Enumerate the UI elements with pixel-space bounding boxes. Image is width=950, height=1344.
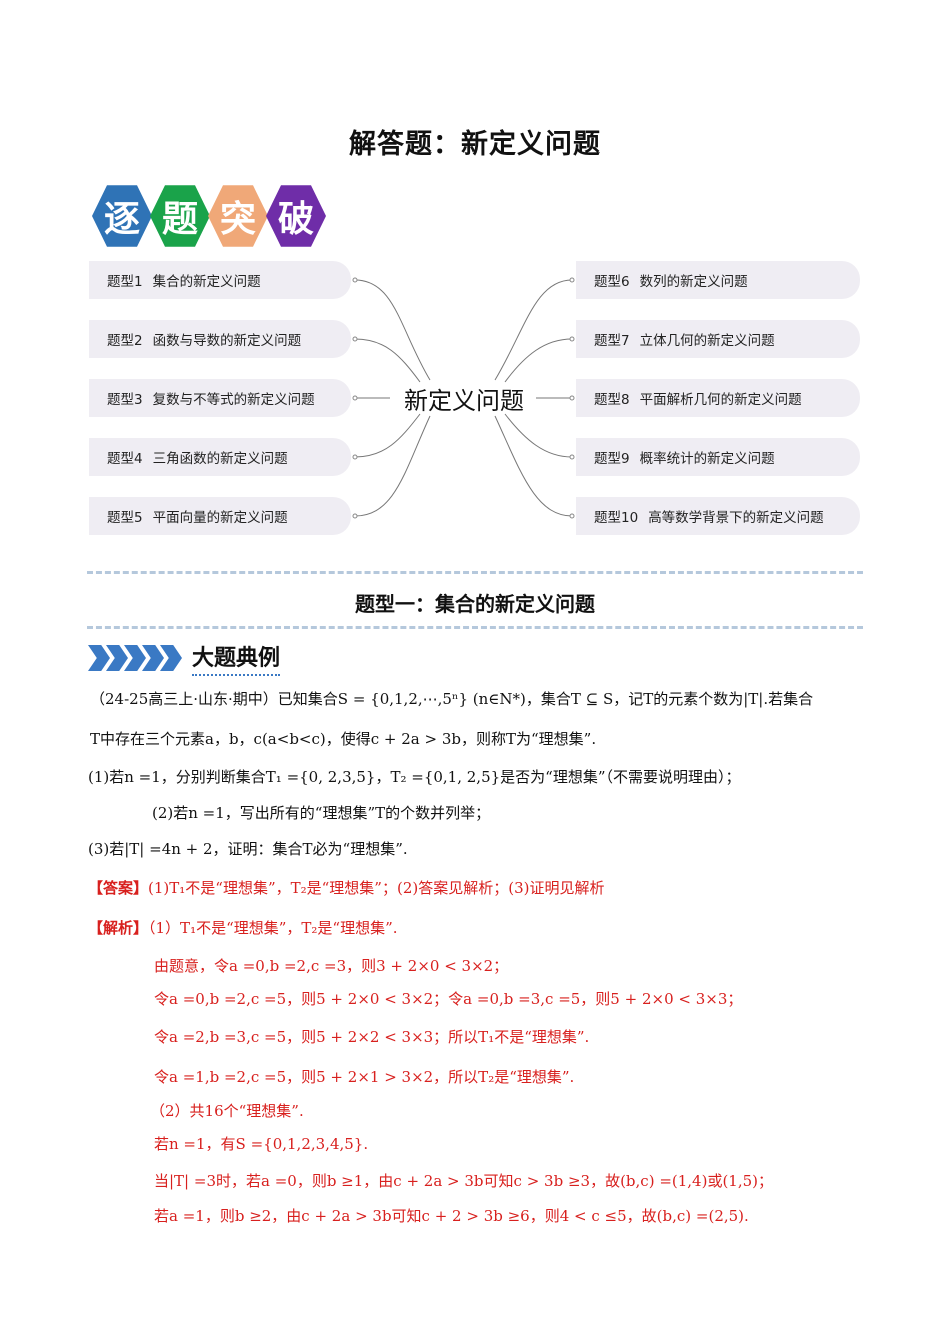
mindmap-item-4: 题型4 三角函数的新定义问题 [89,438,351,476]
item-label: 概率统计的新定义问题 [639,451,775,467]
item-label: 平面向量的新定义问题 [152,510,288,526]
item-num: 题型1 [107,274,143,290]
item-num: 题型3 [107,392,143,408]
item-num: 题型4 [107,451,143,467]
item-label: 集合的新定义问题 [152,274,261,290]
divider-top [87,571,863,574]
question-2: (2)若n =1，写出所有的“理想集”T的个数并列举； [152,804,491,822]
item-num: 题型6 [594,274,630,290]
example-header: 大题典例 [88,640,281,676]
mindmap-center: 新定义问题 [404,387,524,415]
item-label: 立体几何的新定义问题 [639,333,775,349]
item-num: 题型10 [594,510,639,526]
mindmap-item-10: 题型10 高等数学背景下的新定义问题 [576,497,860,535]
badge-banner: 逐 题 突 破 [92,184,326,250]
analysis-line-6: （2）共16个“理想集”. [150,1102,304,1120]
badge-tu: 突 [208,185,268,247]
mindmap-item-3: 题型3 复数与不等式的新定义问题 [89,379,351,417]
badge-zhu: 逐 [92,185,152,247]
analysis-line-7: 若n =1，有S ={0,1,2,3,4,5}. [154,1135,369,1153]
badge-po: 破 [266,185,326,247]
answer-line: 【答案】(1)T₁不是“理想集”，T₂是“理想集”；(2)答案见解析；(3)证明… [88,878,604,898]
mindmap-item-6: 题型6 数列的新定义问题 [576,261,860,299]
problem-line-1: （24-25高三上·山东·期中）已知集合S = {0,1,2,⋯,5ⁿ} (n∈… [90,690,814,708]
question-3: (3)若|T| =4n + 2，证明：集合T必为“理想集”. [88,840,408,858]
analysis-line-5: 令a =1,b =2,c =5，则5 + 2×1 > 3×2，所以T₂是“理想集… [154,1068,575,1086]
mindmap-item-8: 题型8 平面解析几何的新定义问题 [576,379,860,417]
analysis-tag: 【解析】 [88,919,149,937]
mindmap-item-7: 题型7 立体几何的新定义问题 [576,320,860,358]
divider-bottom [87,626,863,629]
chevron-arrows-icon [88,645,182,671]
mindmap-item-1: 题型1 集合的新定义问题 [89,261,351,299]
mindmap-item-9: 题型9 概率统计的新定义问题 [576,438,860,476]
badge-ti: 题 [150,185,210,247]
item-num: 题型2 [107,333,143,349]
item-num: 题型9 [594,451,630,467]
analysis-line-1: 【解析】（1）T₁不是“理想集”，T₂是“理想集”. [88,918,398,938]
section-title: 题型一：集合的新定义问题 [355,592,595,616]
example-label: 大题典例 [192,640,281,676]
mindmap-connectors [352,277,575,519]
answer-tag: 【答案】 [88,879,149,897]
item-label: 复数与不等式的新定义问题 [152,392,315,408]
analysis-line-3: 令a =0,b =2,c =5，则5 + 2×0 < 3×2；令a =0,b =… [154,990,743,1008]
mindmap-item-5: 题型5 平面向量的新定义问题 [89,497,351,535]
problem-line-2: T中存在三个元素a，b，c(a<b<c)，使得c + 2a > 3b，则称T为“… [90,730,597,748]
mindmap-item-2: 题型2 函数与导数的新定义问题 [89,320,351,358]
item-label: 高等数学背景下的新定义问题 [648,510,824,526]
analysis-line-2: 由题意，令a =0,b =2,c =3，则3 + 2×0 < 3×2； [154,957,509,975]
page-title: 解答题：新定义问题 [349,129,601,160]
analysis-line-8: 当|T| =3时，若a =0，则b ≥1，由c + 2a > 3b可知c > 3… [154,1172,774,1190]
item-label: 数列的新定义问题 [639,274,748,290]
analysis-line-4: 令a =2,b =3,c =5，则5 + 2×2 < 3×3；所以T₁不是“理想… [154,1028,590,1046]
item-label: 平面解析几何的新定义问题 [639,392,802,408]
analysis-text: （1）T₁不是“理想集”，T₂是“理想集”. [148,919,398,937]
item-label: 函数与导数的新定义问题 [152,333,302,349]
item-num: 题型8 [594,392,630,408]
item-num: 题型5 [107,510,143,526]
item-label: 三角函数的新定义问题 [152,451,288,467]
question-1: (1)若n =1，分别判断集合T₁ ={0, 2,3,5}，T₂ ={0,1, … [88,768,741,786]
answer-text: (1)T₁不是“理想集”，T₂是“理想集”；(2)答案见解析；(3)证明见解析 [148,879,605,897]
item-num: 题型7 [594,333,630,349]
analysis-line-9: 若a =1，则b ≥2，由c + 2a > 3b可知c + 2 > 3b ≥6，… [154,1207,749,1225]
